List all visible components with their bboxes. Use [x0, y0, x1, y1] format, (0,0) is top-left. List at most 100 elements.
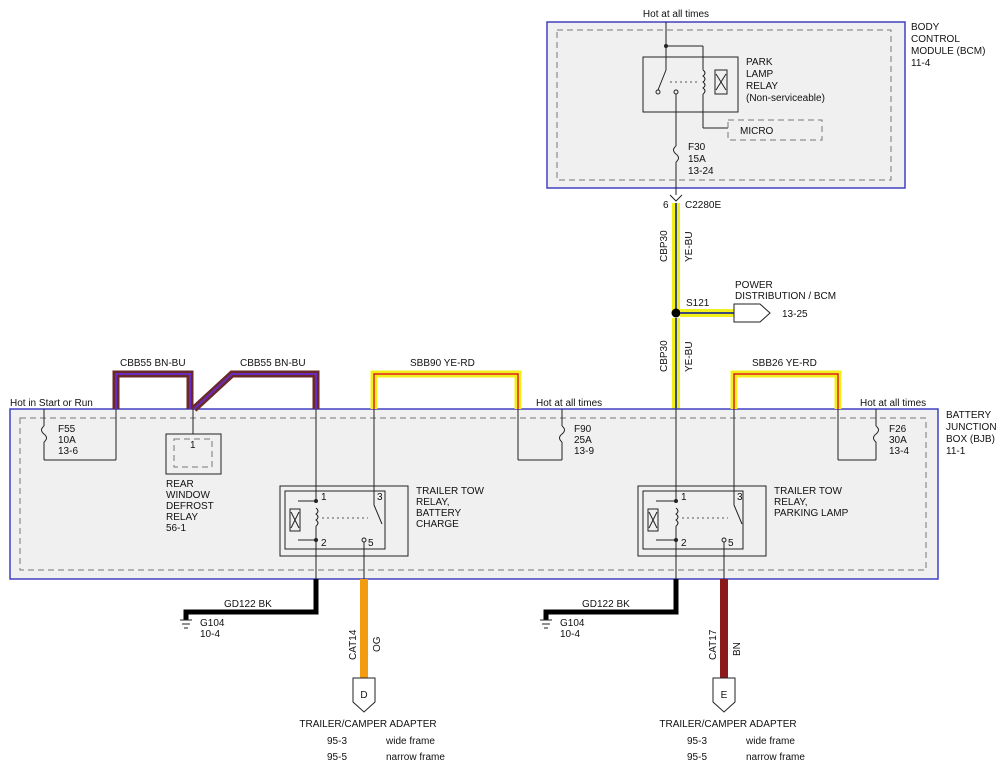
- park-relay-coil-x: [715, 73, 727, 91]
- adapter-right-row1-page: 95-3: [687, 736, 707, 747]
- power-dist-label-2: DISTRIBUTION / BCM: [735, 291, 836, 302]
- ground-icon-right: [540, 619, 552, 629]
- cbb55-left-label: CBB55 BN-BU: [120, 358, 186, 369]
- sbb90-label: SBB90 YE-RD: [410, 358, 475, 369]
- relay-charge-coil-x: [290, 511, 300, 529]
- park-relay-switch-blade: [657, 69, 667, 91]
- defrost-label-3: DEFROST: [166, 501, 214, 512]
- park-relay-contact: [655, 89, 661, 95]
- park-lamp-relay-box: [642, 56, 739, 113]
- defrost-label-2: WINDOW: [166, 490, 210, 501]
- bcm-name-1: BODY: [911, 22, 940, 33]
- power-dist-wire-stripe: [680, 312, 734, 314]
- relay-charge-coil-box: [289, 508, 301, 532]
- cbb55-wire-right-stripe: [193, 373, 317, 410]
- park-relay-coil-box: [714, 69, 728, 95]
- bjb-name-1: BATTERY: [946, 410, 992, 421]
- defrost-pin: 1: [190, 440, 196, 451]
- relay-charge-label-2: RELAY,: [416, 497, 450, 508]
- defrost-relay-inner: [173, 438, 213, 468]
- bjb-module-box: [9, 408, 939, 580]
- relay-parking-label-1: TRAILER TOW: [774, 486, 843, 497]
- relay-parking-switch-blade: [733, 504, 743, 525]
- f55-name: F55: [58, 424, 76, 435]
- relay-parking-coil: [675, 507, 679, 527]
- cbb55-wire-left: [112, 370, 194, 409]
- sbb26-label: SBB26 YE-RD: [752, 358, 817, 369]
- relay-parking-pin-2: 2: [681, 538, 687, 549]
- bcm-name-3: MODULE (BCM): [911, 46, 985, 57]
- cat14-circuit: CAT14: [348, 629, 359, 660]
- cat17-color: BN: [732, 642, 743, 656]
- relay-charge-pin-3: 3: [377, 492, 383, 503]
- f55-page: 13-6: [58, 446, 78, 457]
- relay-parking-inner: [642, 490, 744, 550]
- gd122-wire-left: [183, 579, 319, 620]
- f55-fuse-icon: [41, 425, 47, 443]
- cbp30-upper-color: YE-BU: [684, 231, 695, 262]
- f26-amps: 30A: [889, 435, 907, 446]
- defrost-relay-box: [165, 433, 222, 475]
- f30-fuse-icon: [673, 145, 679, 163]
- bcm-name-4: 11-4: [911, 58, 931, 69]
- relay-parking-label-2: RELAY,: [774, 497, 808, 508]
- gd122-wire-right: [543, 579, 679, 620]
- f26-fuse-icon: [873, 425, 879, 443]
- connector-d-icon: [352, 677, 376, 713]
- relay-charge-label-3: BATTERY: [416, 508, 462, 519]
- defrost-label-1: REAR: [166, 479, 194, 490]
- f55-amps: 10A: [58, 435, 76, 446]
- adapter-left-row1-desc: wide frame: [385, 736, 435, 747]
- adapter-right-row2-desc: narrow frame: [746, 752, 805, 763]
- f90-amps: 25A: [574, 435, 592, 446]
- g104-left-name: G104: [200, 618, 225, 629]
- g104-left-page: 10-4: [200, 629, 220, 640]
- relay-charge-box: [279, 485, 409, 557]
- c2280e-name: C2280E: [685, 200, 721, 211]
- c2280e-pin: 6: [663, 200, 669, 211]
- relay-parking-pin-5: 5: [728, 538, 734, 549]
- cbp30-lower-circuit: CBP30: [659, 340, 670, 372]
- relay-charge-pin-1: 1: [321, 492, 327, 503]
- relay-parking-pin-3: 3: [737, 492, 743, 503]
- cbb55-wire-left-stripe: [115, 373, 191, 409]
- relay-charge-pin-2: 2: [321, 538, 327, 549]
- s121-splice-dot: [671, 308, 681, 318]
- park-relay-name-3: RELAY: [746, 81, 778, 92]
- power-dist-arrow-icon: [733, 303, 771, 323]
- cat17-circuit: CAT17: [708, 629, 719, 660]
- g104-right-name: G104: [560, 618, 585, 629]
- park-relay-name-2: LAMP: [746, 69, 774, 80]
- relay-charge-label-1: TRAILER TOW: [416, 486, 485, 497]
- park-relay-name-1: PARK: [746, 57, 773, 68]
- defrost-label-4: RELAY: [166, 512, 198, 523]
- cbp30-wire-lower-stripe: [675, 318, 677, 410]
- connector-d-letter: D: [360, 690, 367, 701]
- park-relay-coil: [702, 69, 706, 95]
- cbp30-lower-color: YE-BU: [684, 341, 695, 372]
- adapter-left-row1-page: 95-3: [327, 736, 347, 747]
- sbb90-wire: [370, 370, 522, 409]
- bjb-inner-dashed: [19, 417, 927, 571]
- park-relay-name-4: (Non-serviceable): [746, 93, 825, 104]
- relay-charge-inner: [284, 490, 386, 550]
- relay-charge-pin-5: 5: [368, 538, 374, 549]
- relay-parking-coil-box: [647, 508, 659, 532]
- adapter-right-row1-desc: wide frame: [745, 736, 795, 747]
- sbb26-wire: [730, 370, 842, 409]
- s121-name: S121: [686, 298, 710, 309]
- power-dist-label-1: POWER: [735, 280, 773, 291]
- f90-name: F90: [574, 424, 592, 435]
- f90-page: 13-9: [574, 446, 594, 457]
- gd122-left-label: GD122 BK: [224, 599, 272, 610]
- bcm-module-box: [546, 21, 906, 189]
- bjb-name-4: 11-1: [946, 446, 966, 457]
- adapter-left-row2-desc: narrow frame: [386, 752, 445, 763]
- bcm-hot-label: Hot at all times: [643, 9, 709, 20]
- f26-page: 13-4: [889, 446, 909, 457]
- relay-parking-box: [637, 485, 767, 557]
- f90-fuse-icon: [559, 425, 565, 443]
- relay-charge-label-4: CHARGE: [416, 519, 459, 530]
- bcm-name-2: CONTROL: [911, 34, 960, 45]
